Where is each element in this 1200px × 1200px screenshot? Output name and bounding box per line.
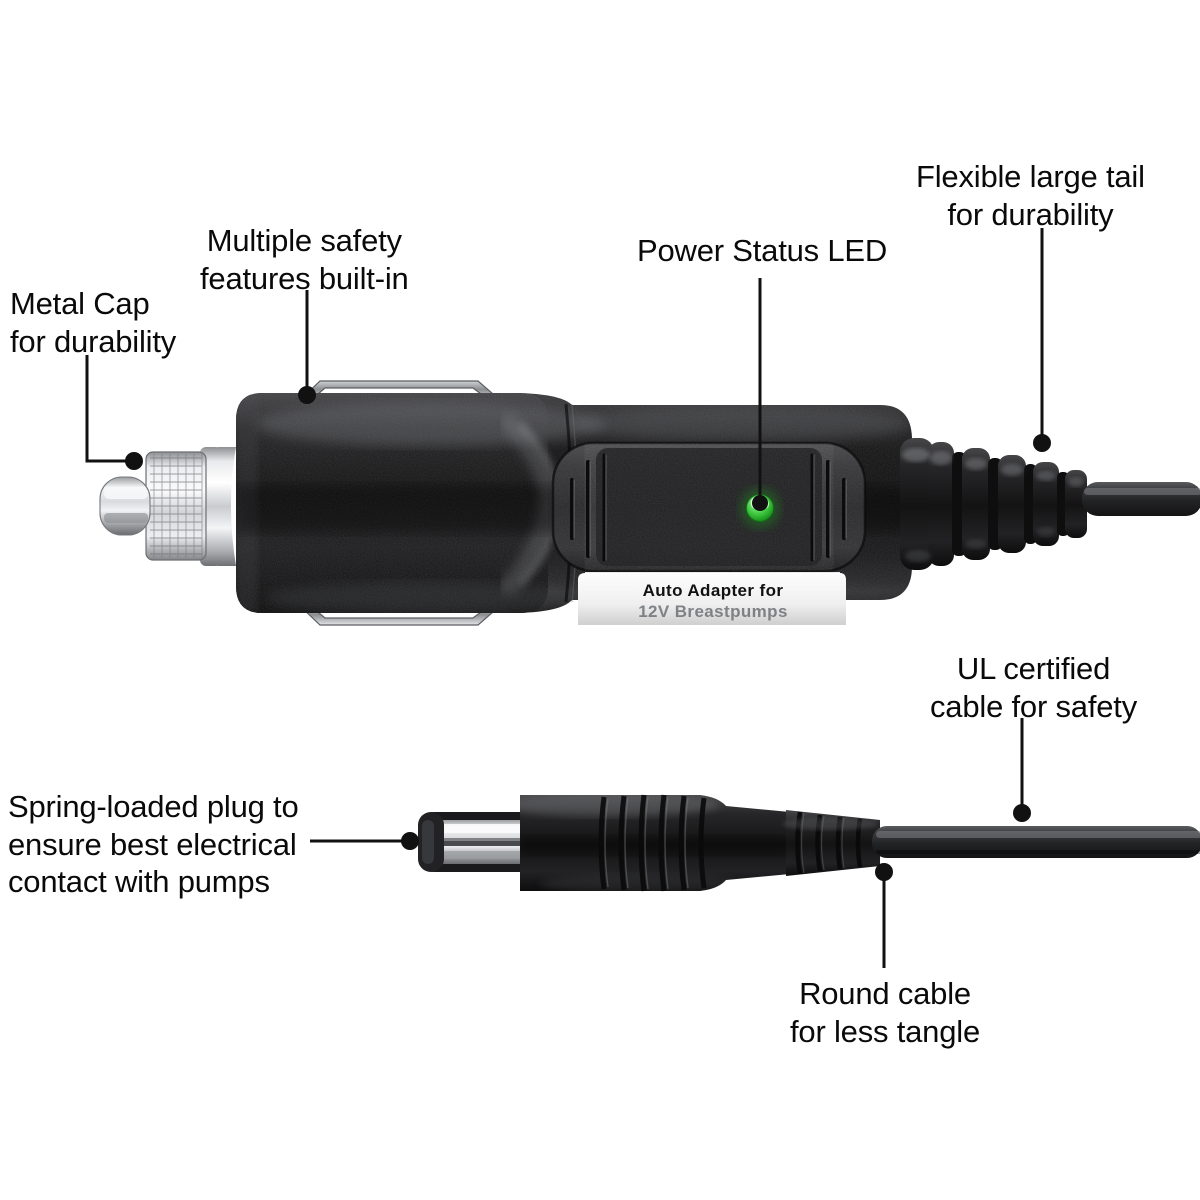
adapter-cable <box>1082 482 1200 516</box>
dot-power-led <box>752 495 768 511</box>
vent-slots-right <box>810 453 846 562</box>
callout-power-status-led: Power Status LED <box>637 233 888 268</box>
vent-slots-left-hi <box>573 454 607 561</box>
callout-round-cable: Round cable for less tangle <box>790 976 980 1049</box>
callout-flexible-tail: Flexible large tail for durability <box>916 159 1145 232</box>
leader-lines <box>85 228 1044 968</box>
leader-dots <box>125 386 1051 881</box>
callout-multiple-safety: Multiple safety features built-in <box>200 223 409 296</box>
dot-metal-cap <box>125 452 143 470</box>
callout-spring-loaded-plug: Spring-loaded plug to ensure best electr… <box>8 789 299 899</box>
callout-metal-cap: Metal Cap for durability <box>10 286 177 359</box>
leader-metal-cap <box>85 355 127 463</box>
metal-cap <box>99 447 236 566</box>
product-sticker <box>578 572 846 625</box>
callout-ul-certified-cable: UL certified cable for safety <box>930 651 1138 724</box>
center-grip-panel <box>551 441 867 573</box>
dot-round-cable <box>875 863 893 881</box>
dc-barrel-plug-assembly <box>418 794 1200 892</box>
vent-slots-left <box>570 453 606 562</box>
dot-spring-plug <box>401 832 419 850</box>
plug-ribs <box>598 794 707 892</box>
dc-plug-strain-relief <box>782 810 880 876</box>
car-adapter-assembly <box>99 380 1200 626</box>
dot-flexible-tail <box>1033 434 1051 452</box>
round-cable <box>872 826 1200 858</box>
dc-barrel-tip <box>418 812 540 872</box>
dot-ul-cable <box>1013 804 1031 822</box>
knurl-texture <box>150 454 203 558</box>
dot-multiple-safety <box>298 386 316 404</box>
strain-relief-tail <box>900 438 1087 570</box>
dc-plug-body <box>520 794 790 892</box>
vent-slots-right-hi <box>813 454 847 561</box>
